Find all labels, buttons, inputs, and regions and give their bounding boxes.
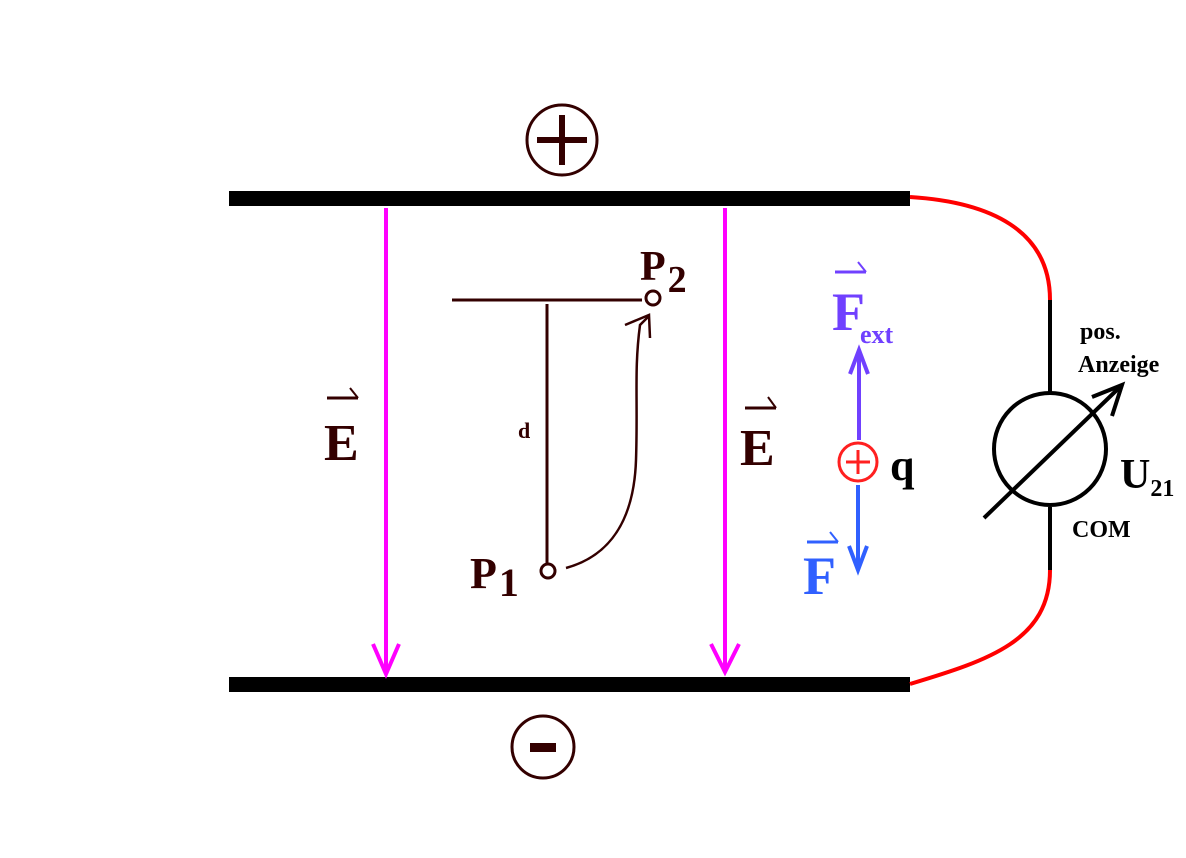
charge-symbol <box>837 441 879 483</box>
field-label-left: E <box>324 387 359 472</box>
top-plate <box>229 191 910 206</box>
negative-plate-symbol <box>510 714 576 780</box>
meter-label-anzeige: Anzeige <box>1078 352 1160 378</box>
meter-voltage-label: U21 <box>1120 452 1174 502</box>
point-p2-label: P2 <box>640 244 687 301</box>
meter-com-label: COM <box>1072 517 1131 543</box>
external-force-subscript: ext <box>860 320 894 349</box>
external-force-arrow <box>848 344 870 440</box>
path-arrow <box>565 313 652 570</box>
bottom-plate <box>229 677 910 692</box>
field-arrow-left <box>371 208 401 680</box>
charge-label: q <box>890 441 915 490</box>
distance-label: d <box>518 418 530 443</box>
meter-label-pos: pos. <box>1080 319 1121 345</box>
field-force-letter: F <box>803 546 836 606</box>
point-p1-marker <box>539 562 557 580</box>
field-arrow-right <box>709 208 741 677</box>
point-p1-label: P1 <box>470 549 519 605</box>
bottom-wire <box>909 569 1052 686</box>
top-wire <box>909 195 1052 301</box>
external-force-letter: F <box>832 282 865 342</box>
positive-plate-symbol <box>525 103 599 177</box>
field-force-arrow <box>847 485 869 576</box>
field-force-label: F <box>803 531 839 606</box>
field-label-right: E <box>740 396 777 477</box>
field-label-right-text: E <box>740 420 775 477</box>
external-force-label: F ext <box>832 261 894 349</box>
field-label-left-text: E <box>324 415 359 472</box>
point-p2-marker <box>644 289 662 307</box>
voltmeter-symbol <box>982 381 1126 520</box>
